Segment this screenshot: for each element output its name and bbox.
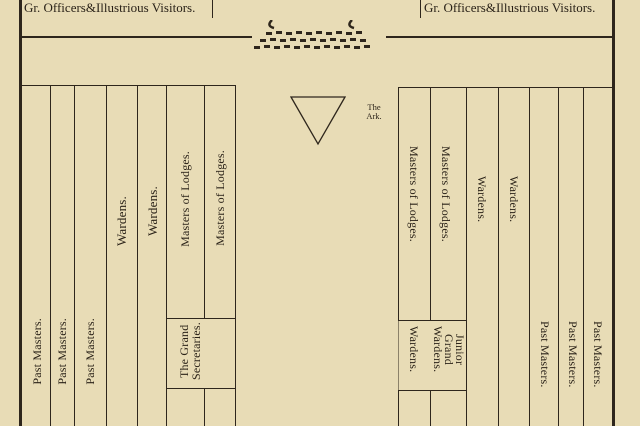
- left-column-label: Past Masters.: [83, 318, 97, 385]
- altar-steps-icon: [254, 20, 370, 49]
- left-column-label: Wardens.: [145, 186, 160, 237]
- right-column-label: Past Masters.: [566, 321, 580, 388]
- left-col-line: [166, 85, 168, 426]
- left-column-label: Masters of Lodges.: [213, 150, 227, 246]
- right-col-line: [466, 87, 468, 426]
- right-column-label: Wardens.: [475, 176, 489, 223]
- left-box-top: [166, 318, 236, 320]
- left-col-line: [74, 85, 76, 426]
- right-box-top: [398, 320, 466, 322]
- header-left-label: Gr. Officers&Illustrious Visitors.: [24, 0, 196, 15]
- jgw-line3: Wardens.: [431, 326, 445, 373]
- right-top-rule: [398, 87, 612, 89]
- left-box-bottom: [166, 388, 236, 390]
- right-col-line: [398, 87, 400, 320]
- left-col-line: [106, 85, 108, 426]
- right-box-bottom: [398, 390, 466, 392]
- left-column-label: Past Masters.: [30, 318, 44, 385]
- left-top-rule: [22, 85, 236, 87]
- right-column-label: Masters of Lodges.: [407, 146, 421, 242]
- left-column-label: Past Masters.: [55, 318, 69, 385]
- left-col-line: [204, 388, 206, 426]
- right-box-wardens-label: Wardens.: [407, 326, 421, 373]
- left-col-line: [235, 85, 237, 426]
- triangle-icon: [289, 96, 347, 146]
- left-col-line: [50, 85, 52, 426]
- left-col-line: [204, 85, 206, 318]
- right-column-label: Masters of Lodges.: [439, 146, 453, 242]
- header-divider-right: [420, 0, 422, 18]
- left-column-label: Masters of Lodges.: [178, 151, 192, 247]
- header-divider-left: [212, 0, 214, 18]
- right-col-line: [558, 87, 560, 426]
- right-col-line: [529, 87, 531, 426]
- right-col-line: [430, 87, 432, 320]
- ark-line1: The: [367, 102, 381, 112]
- header-rule-left: [22, 36, 252, 38]
- right-column-label: Wardens.: [507, 176, 521, 223]
- grand-secretaries-label: The Grand Secretaries.: [177, 322, 203, 381]
- left-border: [19, 0, 22, 426]
- right-col-line: [430, 390, 432, 426]
- ark-triangle: The Ark.: [289, 96, 382, 146]
- jgw-line1: Junior: [453, 333, 467, 365]
- junior-grand-wardens-label: Junior Grand Wardens.: [431, 326, 467, 373]
- ark-line2: Ark.: [366, 111, 382, 121]
- grand-secretaries-line2: Secretaries.: [189, 322, 203, 381]
- right-col-line: [398, 320, 400, 390]
- left-col-line: [137, 85, 139, 426]
- right-column-label: Past Masters.: [591, 321, 605, 388]
- right-column-label: Past Masters.: [538, 321, 552, 388]
- header-rule-right: [386, 36, 612, 38]
- right-col-line: [498, 87, 500, 426]
- left-column-label: Wardens.: [114, 196, 129, 247]
- right-col-line: [583, 87, 585, 426]
- jgw-line2: Grand: [442, 333, 456, 365]
- right-border: [612, 0, 615, 426]
- header-right-label: Gr. Officers&Illustrious Visitors.: [424, 0, 596, 15]
- right-col-line: [398, 390, 400, 426]
